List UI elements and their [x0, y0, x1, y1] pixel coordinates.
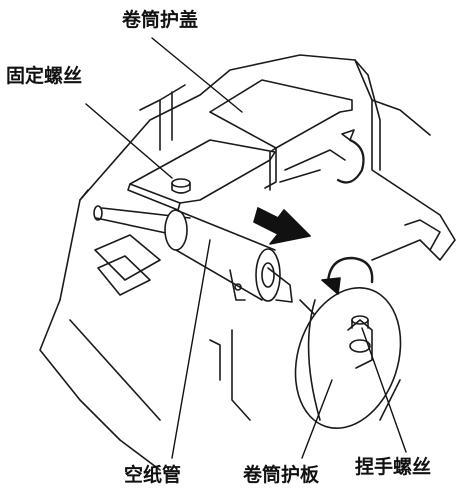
fixing-plate-shape: [127, 139, 276, 211]
roll-cover-label: 卷筒护盖: [122, 9, 199, 31]
leader-fixing-screw: [85, 103, 173, 179]
thumb-screw-label: 捏手螺丝: [355, 456, 432, 478]
leader-thumb-screw: [361, 327, 407, 453]
leader-lines: [85, 37, 407, 459]
plate-rotate-arrow: [321, 256, 374, 295]
roll-guide-plate-label: 卷筒护板: [243, 464, 320, 486]
leader-roll-guide-plate: [301, 379, 333, 459]
cover-rotate-arrow: [336, 129, 365, 184]
leader-roll-cover: [151, 37, 243, 113]
empty-core-shape: [93, 205, 293, 303]
printer-body: [39, 54, 456, 471]
fixing-screw-label: 固定螺丝: [6, 65, 83, 87]
roll-cover-shape: [209, 79, 353, 191]
empty-core-label: 空纸管: [124, 464, 182, 486]
leader-empty-core: [171, 239, 211, 459]
pull-out-arrow: [253, 207, 311, 245]
roll-guide-plate-shape: [294, 287, 402, 429]
